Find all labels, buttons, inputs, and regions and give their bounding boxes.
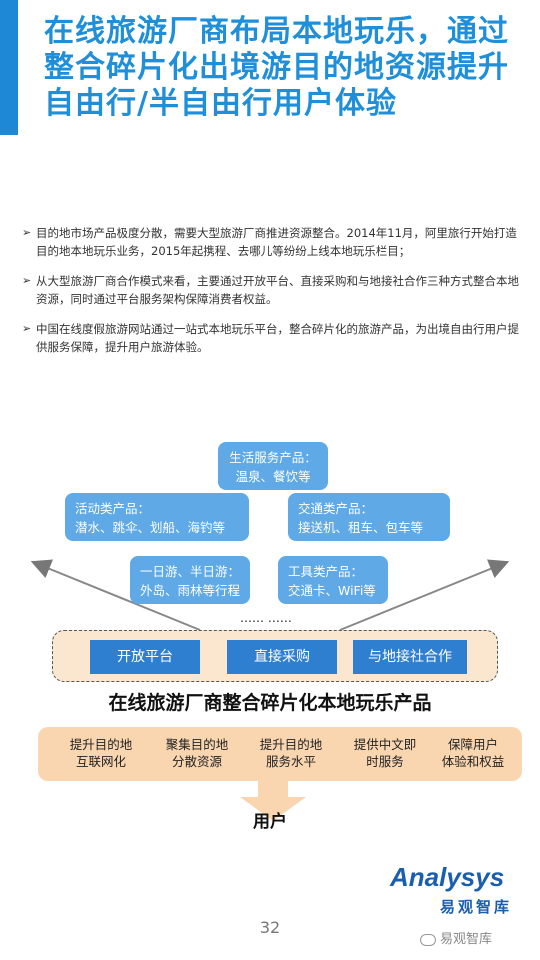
value-bar — [38, 727, 522, 781]
bullet-item: ➢ 从大型旅游厂商合作模式来看，主要通过开放平台、直接采购和与地接社合作三种方式… — [22, 272, 522, 308]
bullet-arrow-icon: ➢ — [22, 274, 32, 287]
product-box-transport: 交通类产品： 接送机、租车、包车等 — [288, 493, 450, 541]
left-arrow-icon — [30, 559, 201, 631]
local-play-diagram: 生活服务产品： 温泉、餐饮等 活动类产品： 潜水、跳伞、划船、海钓等 交通类产品… — [0, 430, 540, 850]
watermark-text: 易观智库 — [440, 932, 493, 947]
value-item: 提供中文即 时服务 — [353, 737, 417, 769]
value-item: 提升目的地 服务水平 — [259, 737, 323, 769]
product-title: 在线旅游厂商整合碎片化本地玩乐产品 — [108, 692, 432, 714]
user-label: 用户 — [253, 812, 287, 832]
logo-wordmark: Analysys — [390, 862, 505, 892]
value-item: 聚集目的地 分散资源 — [165, 737, 229, 769]
product-box-activity: 活动类产品： 潜水、跳伞、划船、海钓等 — [65, 493, 249, 541]
bullet-item: ➢ 目的地市场产品极度分散，需要大型旅游厂商推进资源整合。2014年11月，阿里… — [22, 224, 522, 260]
platform-open: 开放平台 — [90, 640, 200, 674]
right-arrow-icon — [339, 559, 510, 631]
product-box-life: 生活服务产品： 温泉、餐饮等 — [218, 442, 328, 490]
header-accent-bar — [0, 0, 18, 135]
product-box-tools: 工具类产品： 交通卡、WiFi等 — [278, 556, 388, 604]
product-box-daytrip: 一日游、半日游： 外岛、雨林等行程 — [130, 556, 250, 604]
bullet-text: 中国在线度假旅游网站通过一站式本地玩乐平台，整合碎片化的旅游产品，为出境自由行用… — [36, 322, 519, 354]
platform-local-agency: 与地接社合作 — [353, 640, 467, 674]
analysys-logo: Analysys 易观智库 — [390, 862, 530, 922]
bullet-text: 目的地市场产品极度分散，需要大型旅游厂商推进资源整合。2014年11月，阿里旅行… — [36, 226, 517, 258]
bullet-list: ➢ 目的地市场产品极度分散，需要大型旅游厂商推进资源整合。2014年11月，阿里… — [22, 224, 522, 368]
chat-bubble-icon — [420, 933, 436, 946]
bullet-arrow-icon: ➢ — [22, 226, 32, 239]
bullet-text: 从大型旅游厂商合作模式来看，主要通过开放平台、直接采购和与地接社合作三种方式整合… — [36, 274, 519, 306]
bullet-item: ➢ 中国在线度假旅游网站通过一站式本地玩乐平台，整合碎片化的旅游产品，为出境自由… — [22, 320, 522, 356]
bullet-arrow-icon: ➢ — [22, 322, 32, 335]
down-arrow-icon — [240, 781, 306, 821]
platform-direct-purchase: 直接采购 — [227, 640, 337, 674]
logo-subtitle: 易观智库 — [440, 898, 513, 916]
diagonal-arrows — [30, 559, 510, 631]
watermark: 易观智库 — [420, 928, 492, 947]
page-number: 32 — [259, 918, 281, 937]
value-item: 保障用户 体验和权益 — [441, 737, 505, 769]
value-item: 提升目的地 互联网化 — [69, 737, 133, 769]
page-title: 在线旅游厂商布局本地玩乐，通过整合碎片化出境游目的地资源提升自由行/半自由行用户… — [44, 14, 509, 121]
ellipsis-text: …… …… — [240, 611, 292, 625]
